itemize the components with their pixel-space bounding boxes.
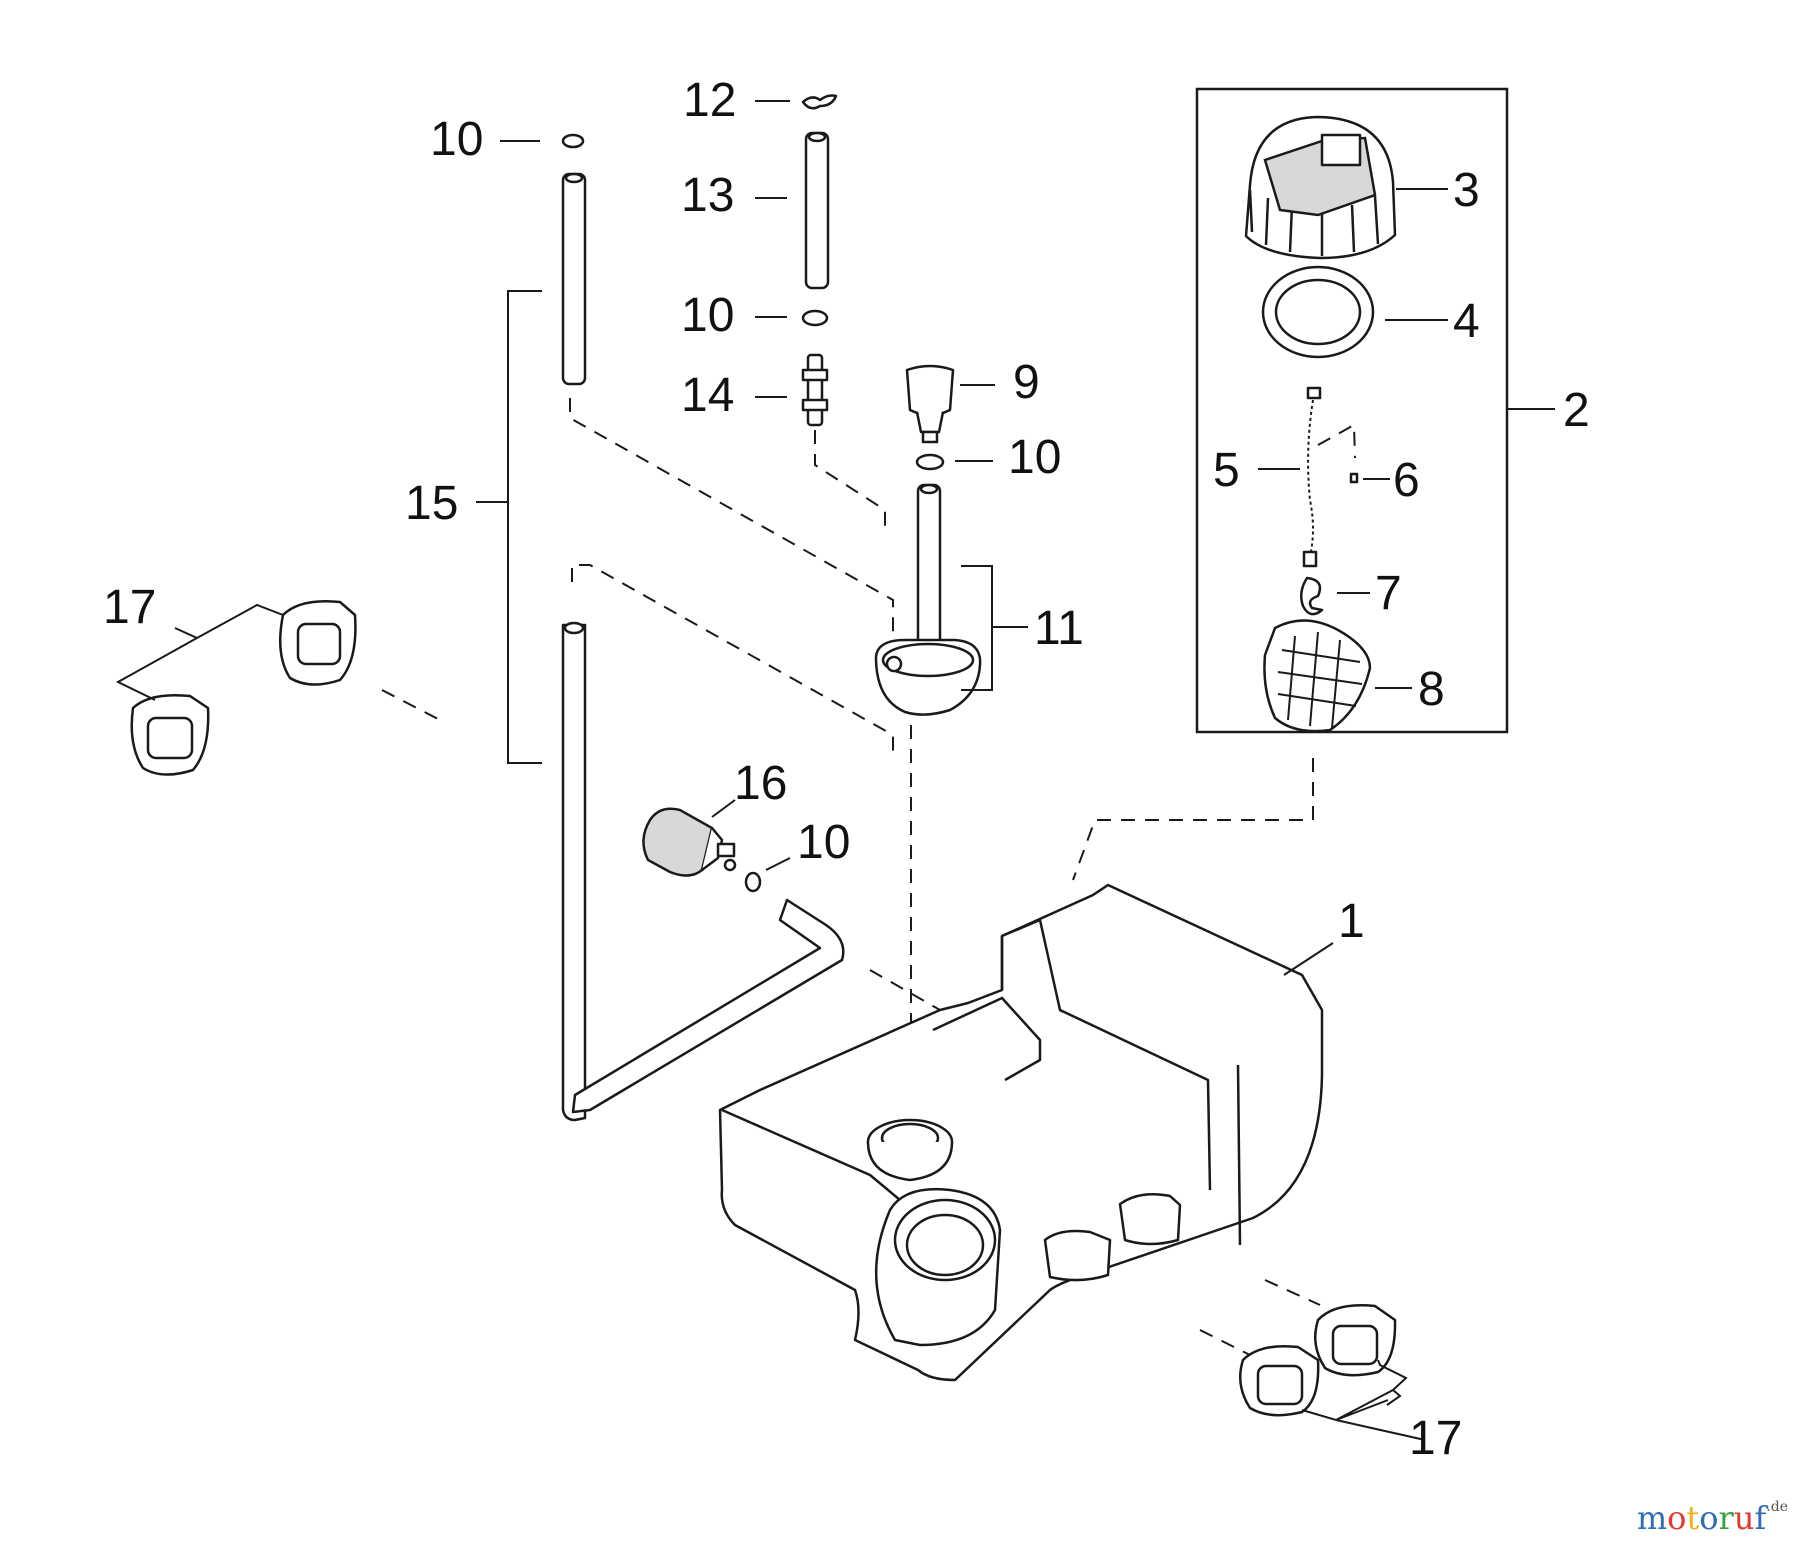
watermark-letter: o bbox=[1699, 1499, 1719, 1537]
watermark-text: motoruf bbox=[1637, 1499, 1766, 1537]
fuel-cap-part bbox=[1244, 115, 1397, 260]
callout-17-left: 17 bbox=[103, 581, 156, 634]
pickup-tube-assembly-part bbox=[874, 483, 982, 716]
callout-11: 11 bbox=[1034, 602, 1084, 655]
callout-17-right: 17 bbox=[1409, 1412, 1462, 1465]
fuel-hose-part bbox=[571, 898, 845, 1114]
callout-16: 16 bbox=[734, 757, 787, 810]
watermark-suffix: .de bbox=[1766, 1499, 1788, 1515]
callout-5: 5 bbox=[1213, 444, 1240, 497]
hose-lower-part bbox=[561, 623, 587, 1122]
watermark-letter: m bbox=[1636, 1499, 1668, 1537]
grommet-part bbox=[1313, 1304, 1397, 1377]
callout-10-top-left: 10 bbox=[430, 113, 483, 166]
watermark-letter: o bbox=[1667, 1499, 1687, 1537]
grommet-part bbox=[130, 694, 210, 776]
callout-4: 4 bbox=[1453, 295, 1480, 348]
vent-valve-part bbox=[905, 364, 955, 444]
callout-6: 6 bbox=[1393, 454, 1420, 507]
watermark-letter: f bbox=[1754, 1499, 1767, 1537]
watermark-letter: u bbox=[1733, 1499, 1755, 1537]
callout-7: 7 bbox=[1375, 567, 1402, 620]
fuel-tank-part bbox=[718, 883, 1324, 1382]
gasket-part bbox=[1261, 265, 1375, 359]
callout-9: 9 bbox=[1013, 356, 1040, 409]
callout-10-middle: 10 bbox=[681, 289, 734, 342]
callout-1: 1 bbox=[1338, 895, 1365, 948]
callout-3: 3 bbox=[1453, 164, 1480, 217]
vent-hose-part bbox=[804, 131, 830, 290]
clip-part bbox=[1299, 576, 1324, 616]
callout-15: 15 bbox=[405, 477, 458, 530]
grommet-part bbox=[278, 600, 357, 686]
connector-fitting-part bbox=[801, 353, 829, 427]
screw-part bbox=[1317, 423, 1359, 484]
retainer-chain-part bbox=[1302, 386, 1322, 568]
o-ring-part bbox=[561, 133, 585, 149]
watermark-logo: motoruf.de bbox=[1637, 1499, 1788, 1537]
o-ring-part bbox=[744, 871, 762, 893]
callout-2: 2 bbox=[1563, 384, 1590, 437]
hose-upper-part bbox=[561, 172, 587, 386]
callout-12: 12 bbox=[683, 74, 736, 127]
callout-10-filter: 10 bbox=[797, 816, 850, 869]
grommet-part bbox=[1238, 1345, 1320, 1417]
watermark-letter: r bbox=[1718, 1499, 1734, 1537]
watermark-letter: t bbox=[1686, 1499, 1700, 1537]
callout-13: 13 bbox=[681, 169, 734, 222]
o-ring-part bbox=[801, 309, 829, 327]
fuel-filter-part bbox=[642, 807, 737, 877]
cap-assembly-inset-box bbox=[1195, 87, 1509, 734]
callout-10-right: 10 bbox=[1008, 431, 1061, 484]
callout-8: 8 bbox=[1418, 663, 1445, 716]
o-ring-part bbox=[915, 453, 945, 471]
callout-14: 14 bbox=[681, 369, 734, 422]
hose-clamp-part bbox=[801, 94, 838, 110]
filter-screen-part bbox=[1263, 619, 1372, 733]
